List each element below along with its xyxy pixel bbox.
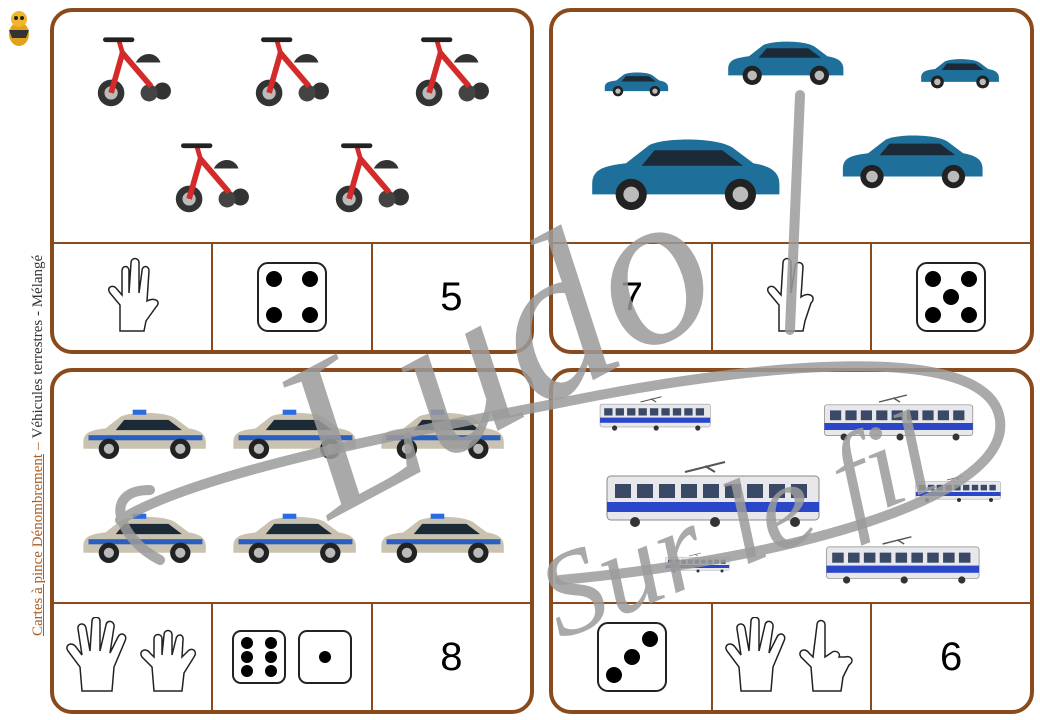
police-car-icon <box>83 513 206 563</box>
tricycle-icon <box>415 37 489 107</box>
tram-icon <box>824 394 974 441</box>
sidebar-subtitle: Véhicules terrestres - Mélangé <box>30 254 46 439</box>
card-picture <box>54 12 530 244</box>
answer-row: 7 <box>553 244 1030 350</box>
answer-dice[interactable] <box>872 244 1030 350</box>
answer-row: 6 <box>553 604 1030 710</box>
police-car-icon <box>83 409 206 459</box>
police-car-icon <box>233 513 356 563</box>
sidebar-separator: – <box>30 442 46 450</box>
answer-fingers[interactable] <box>713 604 873 710</box>
tricycle-icon <box>97 37 171 107</box>
tram-icon <box>915 475 1001 502</box>
sidebar: Cartes à pince Dénombrement – Véhicules te… <box>0 0 47 720</box>
car-icon <box>921 59 999 89</box>
answer-number[interactable]: 7 <box>553 244 713 350</box>
car-icon <box>842 135 983 189</box>
tricycle-icon <box>175 143 249 213</box>
sidebar-caption: Cartes à pince Dénombrement – Véhicules te… <box>30 255 47 636</box>
three-fingers-hand-icon <box>139 629 196 692</box>
dice-four-icon <box>256 262 327 332</box>
car-icon <box>728 41 844 85</box>
answer-dice[interactable] <box>213 604 373 710</box>
tram-icon <box>606 461 820 527</box>
card-picture <box>54 372 530 604</box>
answer-row: 5 <box>54 244 530 350</box>
answer-number[interactable]: 5 <box>373 244 530 350</box>
answer-number[interactable]: 6 <box>872 604 1030 710</box>
two-fingers-hand-icon <box>766 257 814 332</box>
tram-icon <box>599 396 711 431</box>
dice-three-icon <box>596 622 667 692</box>
number-label: 7 <box>620 274 643 319</box>
answer-dice[interactable] <box>213 244 373 350</box>
answer-fingers[interactable] <box>713 244 873 350</box>
card-picture <box>553 12 1030 244</box>
mascot-icon <box>9 11 29 46</box>
five-fingers-hand-icon <box>65 617 127 692</box>
answer-fingers[interactable] <box>54 244 214 350</box>
dice-one-icon <box>297 630 352 684</box>
car-icon <box>592 139 780 210</box>
tricycle-icon <box>255 37 329 107</box>
police-car-icon <box>233 409 356 459</box>
dice-six-icon <box>231 630 286 684</box>
police-car-icon <box>381 409 504 459</box>
police-car-icon <box>381 513 504 563</box>
card-police-cars: 8 <box>50 368 534 714</box>
tram-icon <box>826 536 980 584</box>
number-label: 8 <box>440 634 463 679</box>
answer-dice[interactable] <box>553 604 713 710</box>
tricycle-icon <box>335 143 409 213</box>
five-fingers-hand-icon <box>724 617 785 692</box>
answer-fingers[interactable] <box>54 604 214 710</box>
three-fingers-hand-icon <box>107 257 159 332</box>
tram-icon <box>665 552 730 573</box>
sidebar-title[interactable]: Cartes à pince Dénombrement <box>30 453 46 636</box>
card-trams: 6 <box>549 368 1034 714</box>
card-cars: 7 <box>549 8 1034 354</box>
dice-five-icon <box>916 262 987 332</box>
one-finger-hand-icon <box>798 619 853 692</box>
answer-row: 8 <box>54 604 530 710</box>
number-label: 5 <box>440 274 463 319</box>
card-picture <box>553 372 1030 604</box>
car-icon <box>604 72 669 97</box>
card-tricycles: 5 <box>50 8 534 354</box>
number-label: 6 <box>940 634 963 679</box>
answer-number[interactable]: 8 <box>373 604 530 710</box>
